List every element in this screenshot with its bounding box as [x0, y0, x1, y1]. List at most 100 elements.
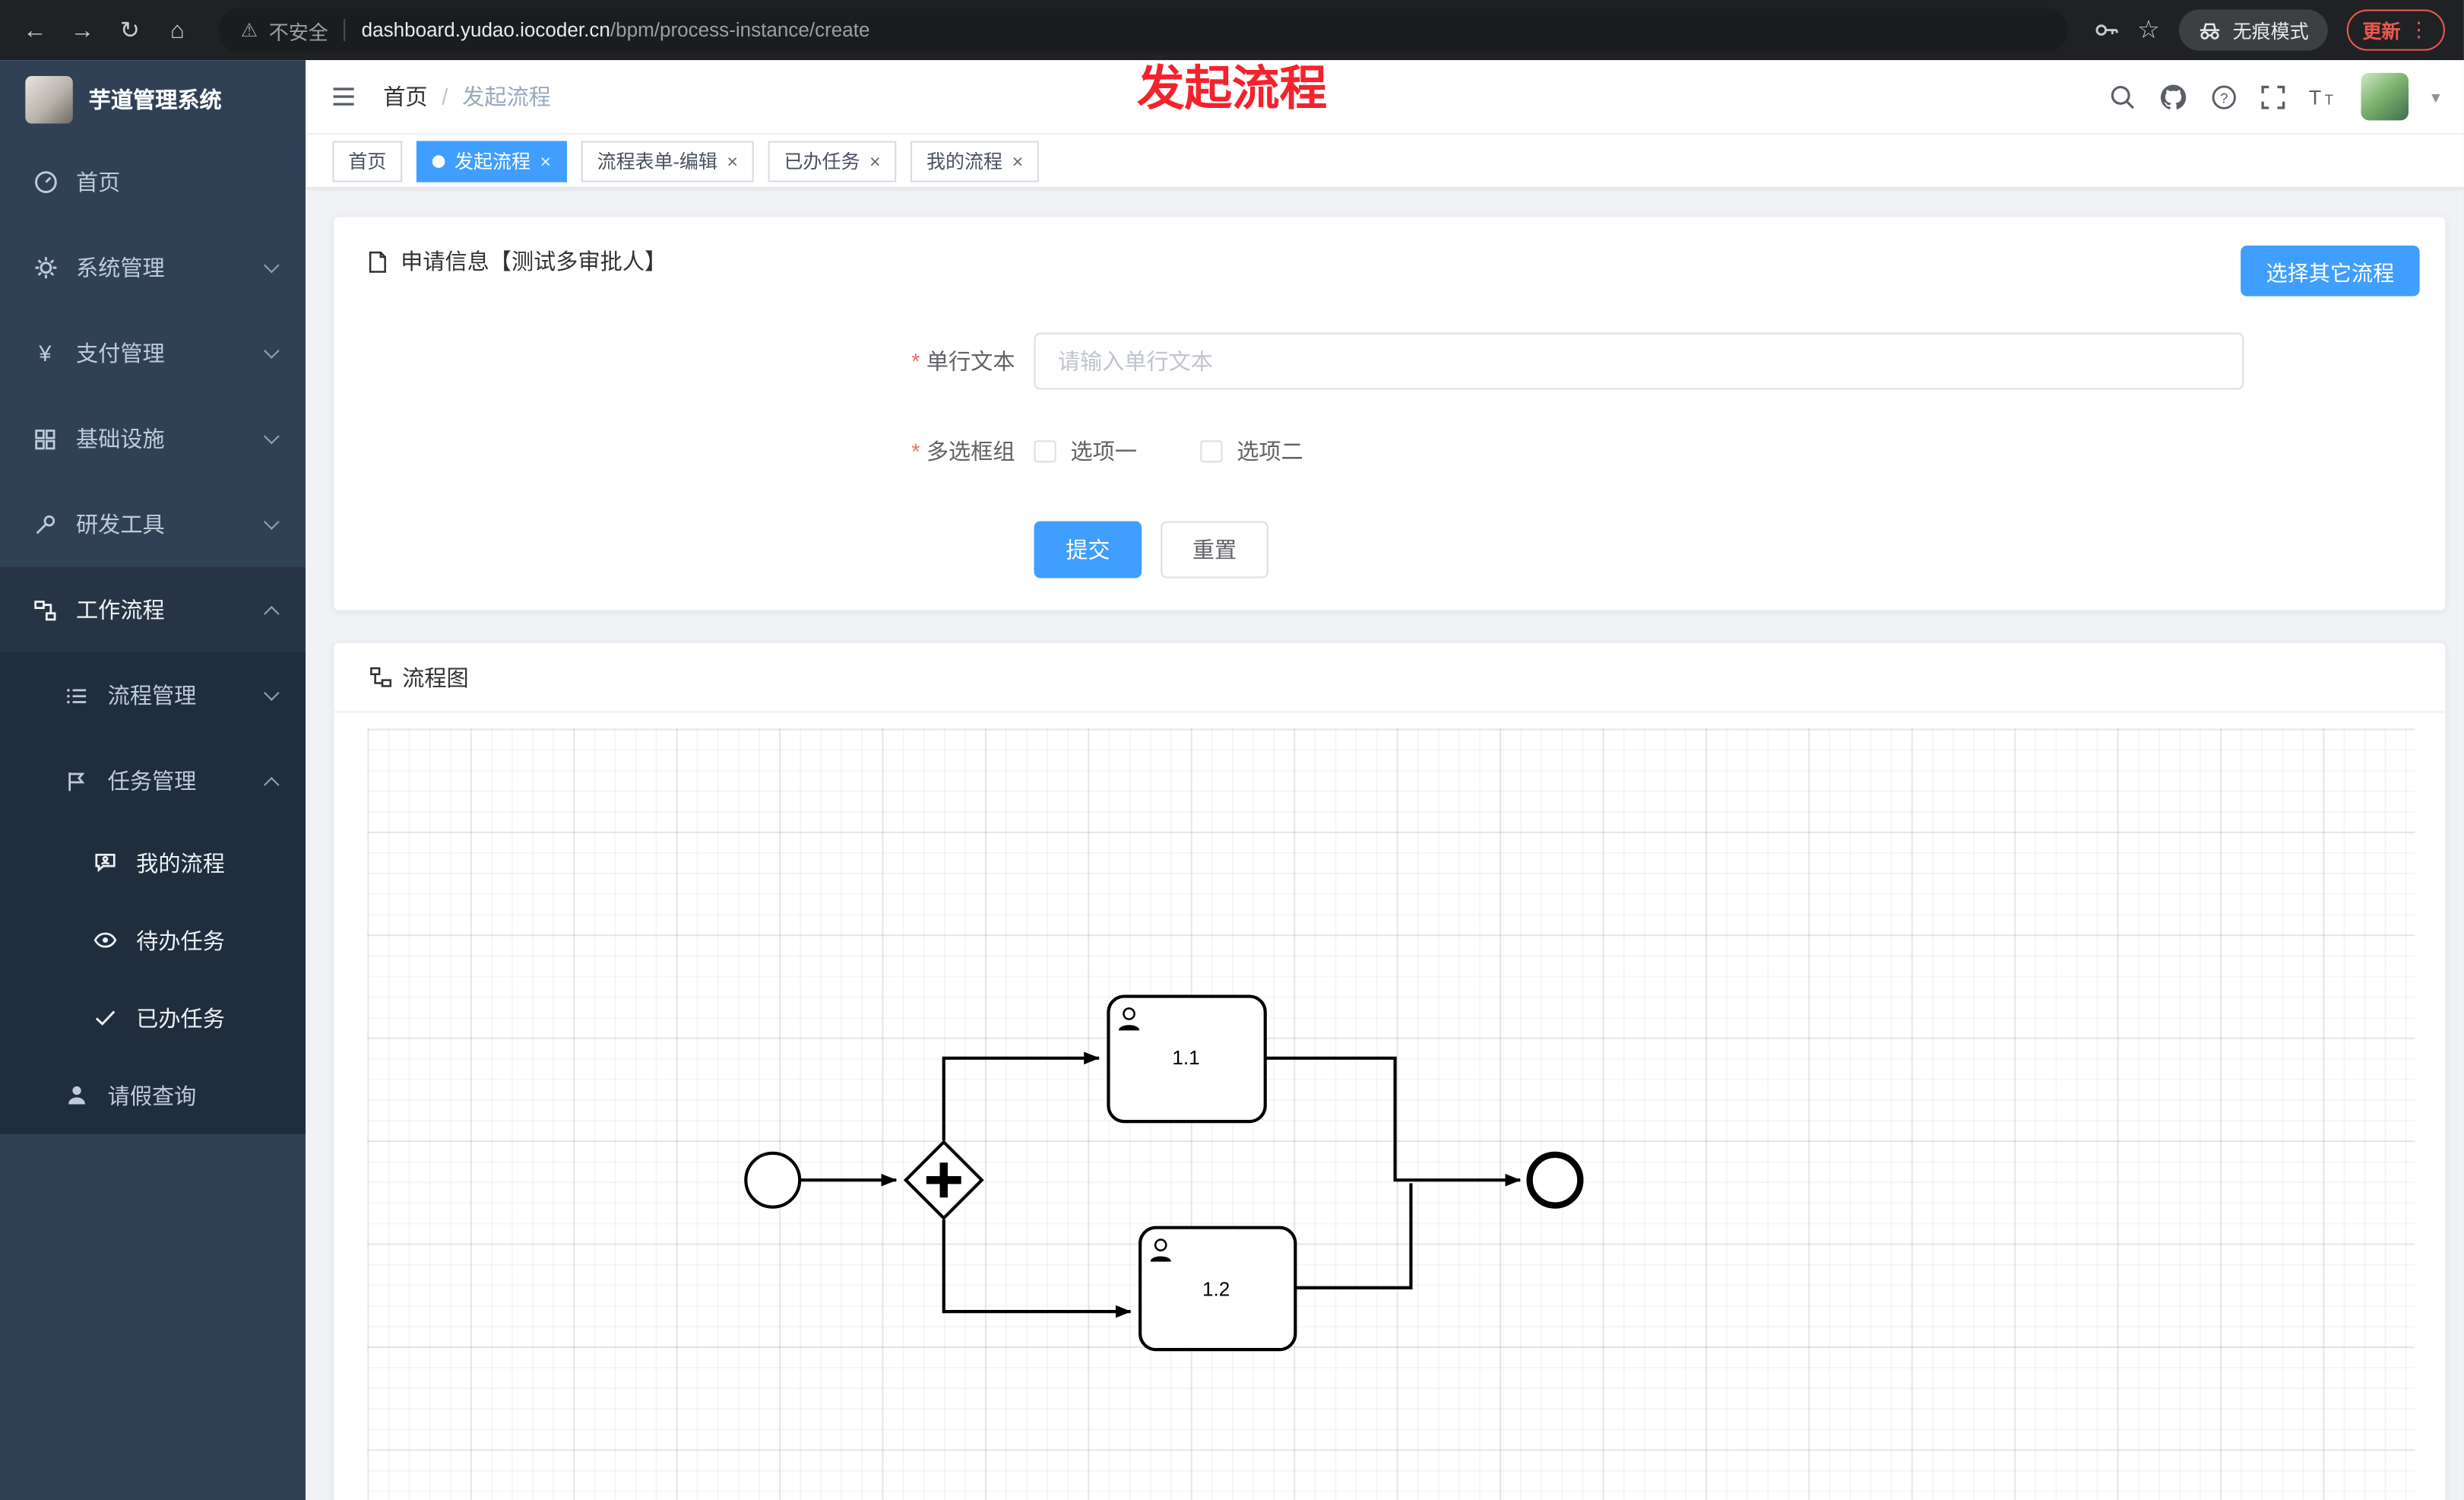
diagram-title: 流程图	[402, 664, 469, 690]
bpmn-canvas[interactable]: 1.1 1.2	[367, 728, 2415, 1500]
github-icon[interactable]	[2159, 81, 2190, 112]
browser-reload-icon[interactable]: ↻	[119, 17, 140, 45]
user-task-icon	[1150, 1238, 1171, 1262]
tab-label: 已办任务	[784, 150, 860, 173]
person-icon	[63, 1083, 90, 1107]
tab-done-tasks[interactable]: 已办任务 ×	[768, 140, 897, 182]
apply-info-title: 申请信息【测试多审批人】	[401, 249, 667, 274]
form-actions: 提交 重置	[1034, 521, 2445, 579]
reset-button[interactable]: 重置	[1161, 521, 1268, 579]
tab-start-process[interactable]: 发起流程 ×	[416, 140, 567, 182]
page-content: 申请信息【测试多审批人】 选择其它流程 *单行文本 *多选框组 选项一	[306, 188, 2464, 1500]
font-size-icon[interactable]: T T	[2310, 83, 2340, 109]
fullscreen-icon[interactable]	[2260, 83, 2287, 109]
browser-home-icon[interactable]: ⌂	[169, 16, 185, 44]
address-bar[interactable]: ⚠ 不安全 dashboard.yudao.iocoder.cn/bpm/pro…	[218, 8, 2068, 52]
logo-image	[25, 76, 73, 124]
sidebar-item-infra[interactable]: 基础设施	[0, 396, 306, 482]
form-row-text: *单行文本	[334, 332, 2445, 390]
avatar-caret-icon[interactable]: ▾	[2431, 87, 2440, 107]
sidebar-item-label: 已办任务	[136, 1004, 225, 1031]
tab-close-icon[interactable]: ×	[540, 149, 552, 173]
url-domain: dashboard.yudao.iocoder.cn	[361, 19, 610, 42]
sidebar-item-label: 我的流程	[136, 849, 225, 876]
tab-my-process[interactable]: 我的流程 ×	[911, 140, 1040, 182]
field-label: *单行文本	[334, 345, 1034, 377]
sidebar-item-my-process[interactable]: 我的流程	[0, 823, 306, 901]
parallel-gateway-node[interactable]	[903, 1140, 984, 1221]
sidebar-item-workflow[interactable]: 工作流程	[0, 566, 306, 653]
chat-user-icon	[92, 851, 119, 874]
tab-close-icon[interactable]: ×	[1012, 149, 1024, 173]
end-event-node[interactable]	[1526, 1151, 1584, 1209]
tab-close-icon[interactable]: ×	[727, 149, 739, 173]
help-icon[interactable]: ?	[2212, 83, 2238, 109]
select-other-process-button[interactable]: 选择其它流程	[2241, 245, 2420, 297]
tags-view-bar: 首页 发起流程 × 流程表单-编辑 × 已办任务 × 我的流程 ×	[306, 135, 2464, 189]
flow-gateway-to-task1	[942, 1051, 1100, 1141]
chevron-down-icon	[264, 684, 280, 700]
start-event-node[interactable]	[744, 1151, 802, 1209]
search-icon[interactable]	[2110, 83, 2136, 109]
browser-update-button[interactable]: 更新 ⋮	[2346, 9, 2445, 51]
breadcrumb-current: 发起流程	[462, 84, 551, 109]
checkbox-icon[interactable]	[1034, 440, 1056, 463]
tab-label: 我的流程	[926, 150, 1003, 173]
user-avatar[interactable]	[2361, 72, 2409, 121]
list-icon	[63, 683, 90, 707]
field-label: *多选框组	[334, 436, 1034, 468]
security-label[interactable]: 不安全	[268, 21, 328, 44]
checkbox-icon[interactable]	[1200, 440, 1223, 463]
incognito-label: 无痕模式	[2232, 20, 2309, 43]
checkbox-option-2[interactable]: 选项二	[1200, 436, 1303, 468]
checkbox-label: 选项二	[1237, 439, 1303, 465]
sidebar-item-devtools[interactable]: 研发工具	[0, 481, 306, 567]
browser-forward-icon[interactable]: →	[70, 16, 94, 44]
sidebar-item-label: 请假查询	[107, 1083, 197, 1108]
browser-actions: ☆ 无痕模式 更新 ⋮	[2086, 9, 2451, 51]
sidebar-item-system[interactable]: 系统管理	[0, 225, 306, 311]
sidebar-item-process-mgmt[interactable]: 流程管理	[0, 652, 306, 738]
single-line-text-input[interactable]	[1034, 332, 2244, 390]
svg-text:T: T	[2326, 90, 2335, 106]
diagram-header: 流程图	[334, 643, 2445, 713]
browser-menu-icon[interactable]: ⋮	[2409, 17, 2430, 42]
form-row-checkbox: *多选框组 选项一 选项二	[334, 423, 2445, 480]
task-label: 1.2	[1202, 1277, 1230, 1300]
sidebar-item-todo-tasks[interactable]: 待办任务	[0, 902, 306, 979]
plus-icon	[926, 1162, 961, 1198]
required-marker: *	[911, 348, 920, 374]
checkbox-label: 选项一	[1070, 439, 1137, 465]
sequence-flows	[800, 1051, 1522, 1318]
user-task-1-1[interactable]: 1.1	[1107, 994, 1267, 1124]
password-key-icon[interactable]	[2093, 17, 2118, 43]
submit-button[interactable]: 提交	[1034, 521, 1142, 579]
user-task-1-2[interactable]: 1.2	[1139, 1226, 1297, 1352]
eye-icon	[92, 928, 119, 952]
sidebar-item-home[interactable]: 首页	[0, 139, 306, 225]
sidebar-item-done-tasks[interactable]: 已办任务	[0, 979, 306, 1057]
document-icon	[366, 249, 389, 273]
flow-gateway-to-task2	[942, 1219, 1132, 1318]
bookmark-star-icon[interactable]: ☆	[2136, 17, 2160, 45]
tab-form-edit[interactable]: 流程表单-编辑 ×	[581, 140, 754, 182]
incognito-icon	[2200, 22, 2220, 39]
sidebar-item-leave-query[interactable]: 请假查询	[0, 1057, 306, 1134]
sidebar-item-task-mgmt[interactable]: 任务管理	[0, 738, 306, 824]
breadcrumb-home[interactable]: 首页	[383, 84, 428, 109]
sidebar: 芋道管理系统 首页 系统管理	[0, 60, 306, 1500]
browser-back-icon[interactable]: ←	[23, 16, 47, 44]
tab-home[interactable]: 首页	[332, 140, 403, 182]
sidebar-item-label: 流程管理	[107, 682, 197, 709]
chevron-down-icon	[264, 513, 280, 529]
chevron-up-icon	[264, 605, 280, 621]
tab-close-icon[interactable]: ×	[869, 149, 881, 173]
sidebar-collapse-icon[interactable]	[329, 82, 358, 111]
app-logo[interactable]: 芋道管理系统	[0, 60, 306, 139]
app-title: 芋道管理系统	[88, 87, 222, 113]
svg-text:T: T	[2310, 84, 2323, 108]
checkbox-option-1[interactable]: 选项一	[1034, 436, 1137, 468]
sidebar-item-payment[interactable]: ¥ 支付管理	[0, 310, 306, 396]
address-divider	[344, 19, 346, 42]
security-warning-icon: ⚠	[240, 19, 258, 42]
